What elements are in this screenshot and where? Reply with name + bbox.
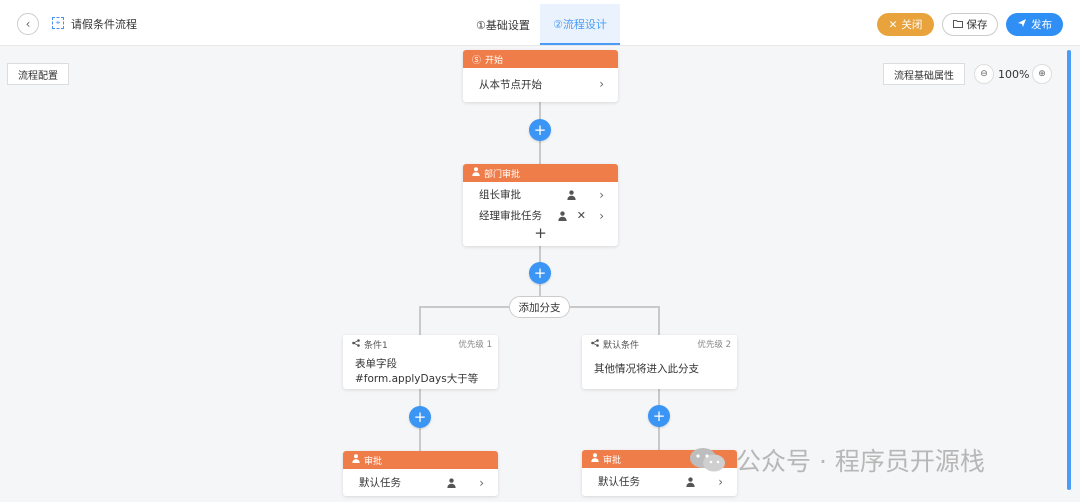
chevron-right-icon: ›	[599, 187, 604, 202]
user-icon	[558, 210, 567, 221]
task-row[interactable]: 默认任务 ›	[582, 468, 737, 495]
user-icon	[591, 453, 599, 465]
workflow-icon: ⌖	[52, 17, 64, 29]
chevron-right-icon: ›	[718, 474, 723, 489]
dept-approval-header: 部门审批	[463, 164, 618, 182]
priority-label: 优先级 1	[458, 340, 492, 350]
publish-button[interactable]: 发布	[1006, 13, 1063, 36]
add-branch-button[interactable]: 添加分支	[509, 296, 570, 318]
approval-title: 审批	[364, 456, 383, 467]
start-node[interactable]: Ⓢ 开始 从本节点开始 ›	[463, 50, 618, 102]
process-config-button[interactable]: 流程配置	[7, 63, 69, 85]
user-icon	[686, 476, 695, 487]
task-label: 默认任务	[598, 476, 640, 488]
branch-icon	[352, 338, 360, 350]
save-button-label: 保存	[966, 19, 988, 31]
chevron-right-icon: ›	[479, 475, 484, 490]
condition-title: 条件1	[364, 340, 388, 351]
publish-button-label: 发布	[1031, 19, 1052, 31]
plus-icon: +	[652, 407, 666, 425]
close-button-label: 关闭	[901, 19, 923, 31]
start-node-header: Ⓢ 开始	[463, 50, 618, 68]
task-label: 组长审批	[479, 189, 521, 201]
start-node-row[interactable]: 从本节点开始 ›	[463, 68, 618, 100]
process-base-props-button[interactable]: 流程基础属性	[883, 63, 965, 85]
approval-header: 审批	[343, 451, 498, 469]
user-icon	[567, 189, 576, 200]
add-node-button[interactable]: +	[529, 262, 551, 284]
condition-title-group: 默认条件	[591, 338, 639, 351]
folder-icon	[952, 19, 963, 31]
connector-line	[419, 306, 421, 335]
chevron-left-icon: ‹	[25, 17, 31, 31]
task-row[interactable]: 经理审批任务 ✕ ›	[463, 205, 618, 226]
task-row[interactable]: 默认任务 ›	[343, 469, 498, 496]
condition-header: 条件1 优先级 1	[343, 335, 498, 353]
dept-approval-node[interactable]: 部门审批 组长审批 › 经理审批任务 ✕ › +	[463, 164, 618, 246]
chevron-right-icon: ›	[599, 77, 604, 91]
user-icon	[447, 477, 456, 488]
add-node-button[interactable]: +	[648, 405, 670, 427]
task-label: 默认任务	[359, 477, 401, 489]
zoom-out-icon[interactable]: ⊖	[974, 64, 994, 84]
branch-icon	[591, 338, 599, 350]
back-button[interactable]: ‹	[17, 13, 39, 35]
watermark: 公众号 · 程序员开源栈	[688, 442, 985, 478]
chevron-right-icon: ›	[599, 208, 604, 223]
tab-process-design[interactable]: ②流程设计	[540, 4, 620, 45]
zoom-level: 100%	[998, 68, 1030, 81]
save-button[interactable]: 保存	[942, 13, 998, 36]
condition-title-group: 条件1	[352, 338, 388, 351]
add-node-button[interactable]: +	[409, 406, 431, 428]
close-icon: ✕	[888, 18, 898, 31]
dept-approval-title: 部门审批	[484, 169, 521, 180]
add-node-button[interactable]: +	[529, 119, 551, 141]
priority-label: 优先级 2	[697, 340, 731, 350]
approval-node-1[interactable]: 审批 默认任务 ›	[343, 451, 498, 496]
vertical-scrollbar[interactable]	[1067, 50, 1071, 490]
condition-header: 默认条件 优先级 2	[582, 335, 737, 353]
start-node-text: 从本节点开始	[479, 78, 542, 91]
condition-title: 默认条件	[603, 340, 640, 351]
start-node-title: 开始	[485, 55, 504, 66]
tab-basic-settings[interactable]: ①基础设置	[476, 18, 530, 32]
plus-icon: +	[413, 408, 427, 426]
condition-description: 表单字段#form.applyDays大于等于3	[355, 358, 479, 389]
add-task-icon[interactable]: +	[534, 224, 547, 242]
task-row[interactable]: 组长审批 ›	[463, 184, 618, 205]
plus-icon: +	[533, 264, 547, 282]
top-bar: ‹ ⌖ 请假条件流程 ①基础设置 ②流程设计 ✕ 关闭 保存 发布	[0, 0, 1080, 46]
send-icon	[1017, 18, 1027, 31]
user-icon	[352, 454, 360, 466]
wechat-icon	[690, 448, 725, 472]
connector-line	[658, 306, 660, 335]
plus-icon: +	[533, 121, 547, 139]
condition-node-2[interactable]: 默认条件 优先级 2 其他情况将进入此分支	[582, 335, 737, 389]
approval-title: 审批	[603, 455, 622, 466]
user-icon	[472, 167, 480, 179]
start-icon: Ⓢ	[472, 55, 482, 66]
condition-node-1[interactable]: 条件1 优先级 1 表单字段#form.applyDays大于等于3	[343, 335, 498, 389]
condition-description: 其他情况将进入此分支	[594, 363, 699, 375]
delete-icon[interactable]: ✕	[576, 209, 586, 222]
watermark-text: 公众号 · 程序员开源栈	[736, 447, 985, 476]
zoom-in-icon[interactable]: ⊕	[1032, 64, 1052, 84]
close-button[interactable]: ✕ 关闭	[877, 13, 934, 36]
task-label: 经理审批任务	[479, 210, 542, 222]
page-title: 请假条件流程	[71, 18, 137, 31]
